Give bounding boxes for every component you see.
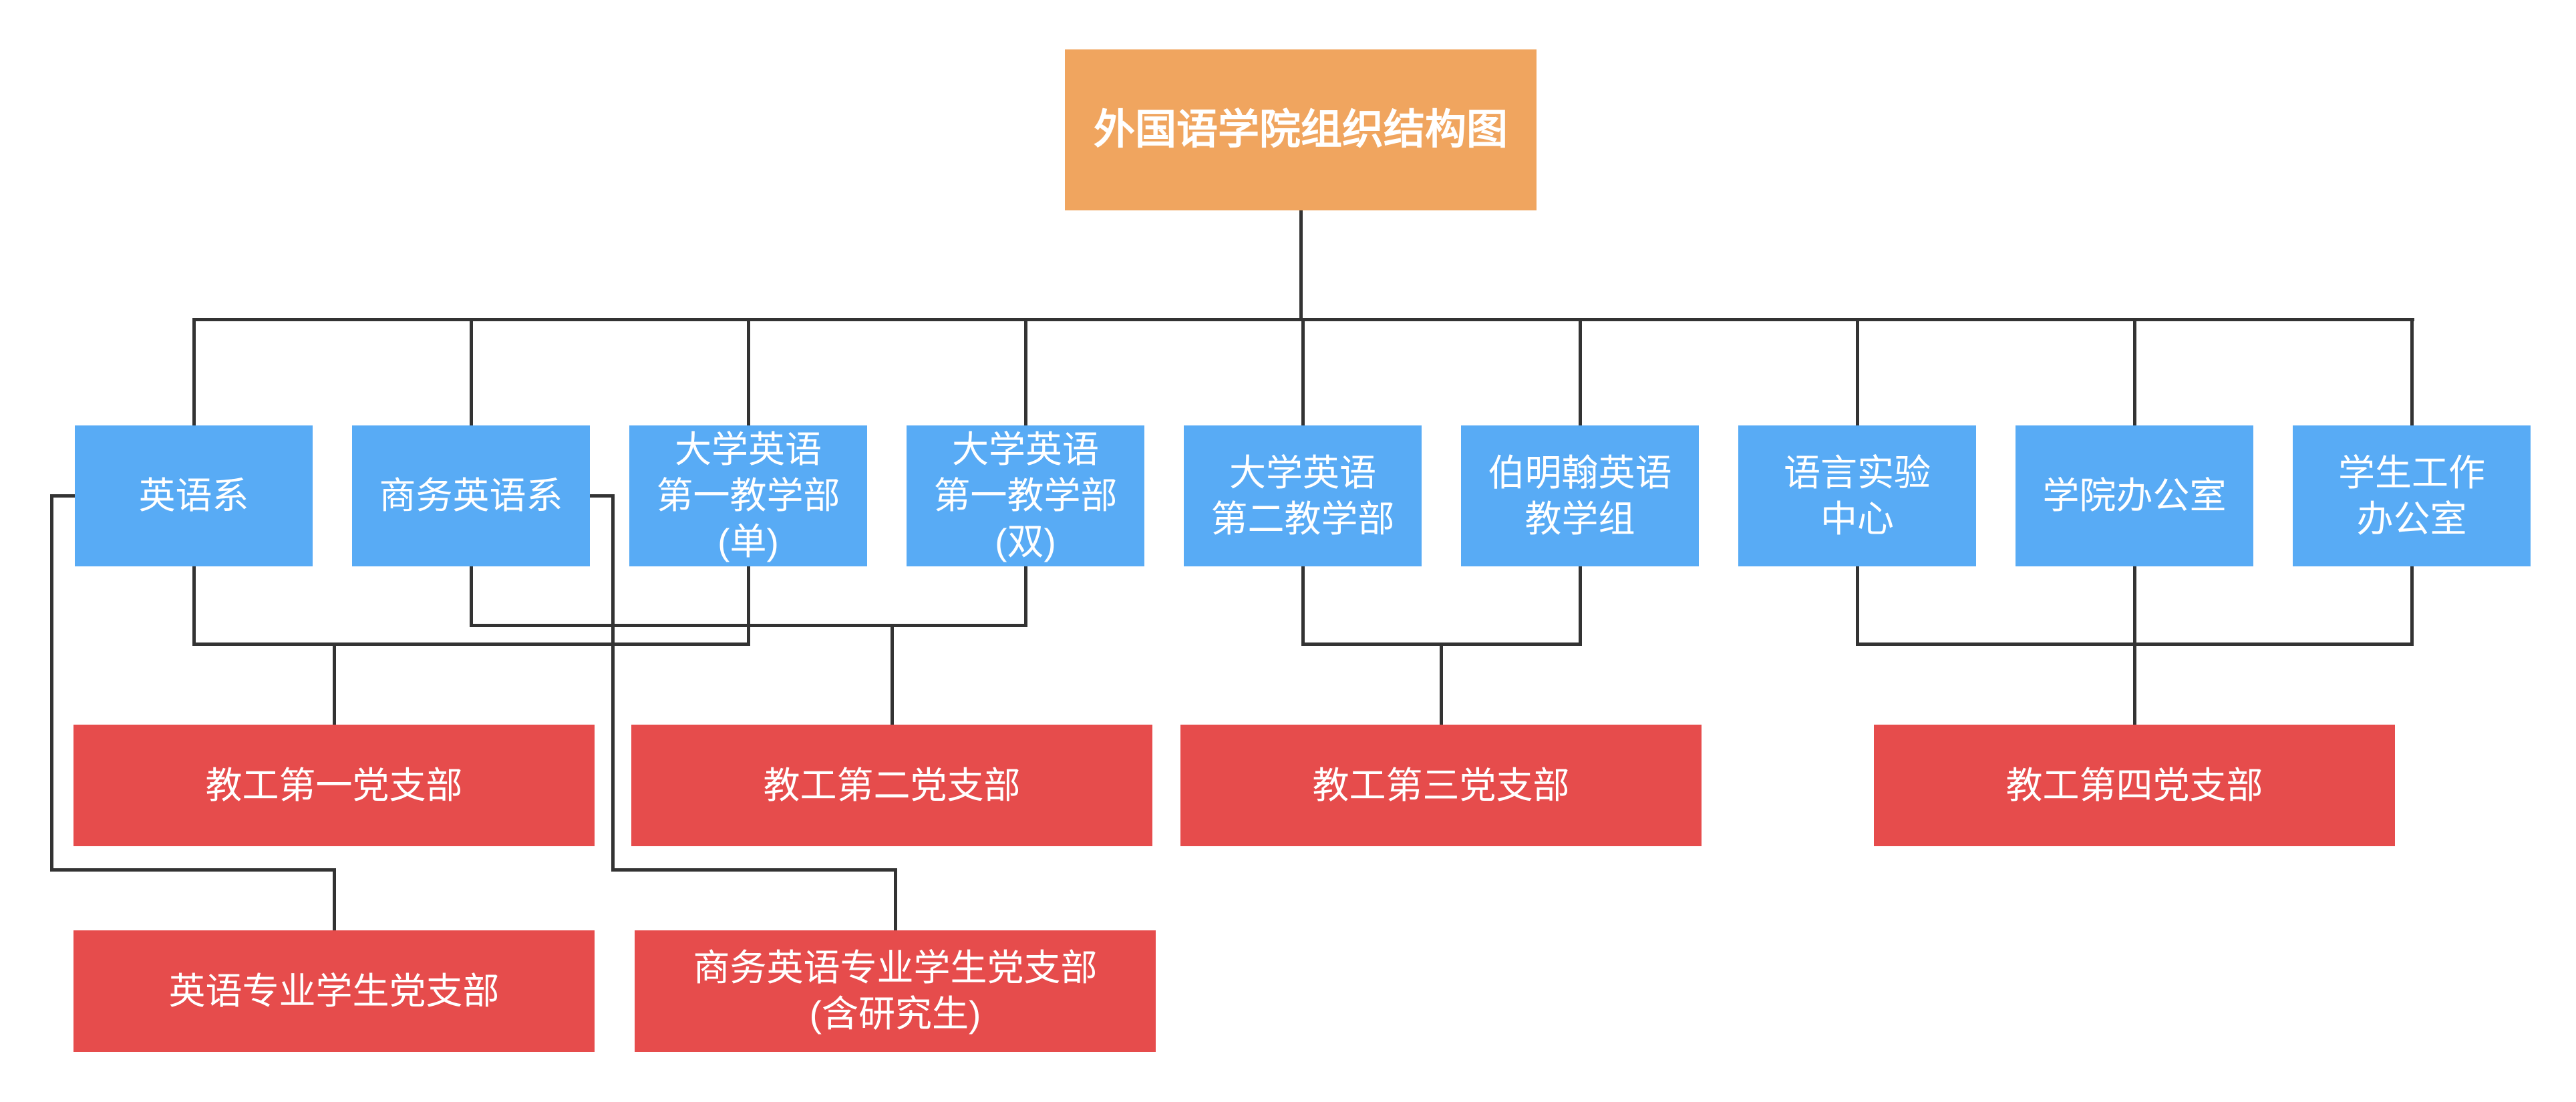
connector-root-drop [1299, 210, 1303, 321]
connector-dept5-down [1301, 566, 1305, 646]
party-box-faculty-branch-4: 教工第四党支部 [1874, 725, 2395, 846]
dept-box-birmingham-english-group: 伯明翰英语 教学组 [1461, 425, 1699, 566]
party-box-faculty-branch-2: 教工第二党支部 [631, 725, 1152, 846]
connector-drop-dept-9 [2410, 318, 2414, 427]
party-box-business-english-student-branch: 商务英语专业学生党支部 (含研究生) [635, 930, 1156, 1052]
connector-party2-drop [891, 624, 894, 725]
connector-drop-dept-8 [2133, 318, 2136, 427]
connector-dept2-down [470, 566, 473, 627]
connector-student2-drop [894, 868, 897, 932]
root-box-title: 外国语学院组织结构图 [1065, 49, 1537, 210]
dept-box-student-affairs-office: 学生工作 办公室 [2293, 425, 2531, 566]
dept-box-college-english-teaching-2: 大学英语 第二教学部 [1184, 425, 1422, 566]
connector-drop-dept-6 [1579, 318, 1582, 427]
party-box-english-student-branch: 英语专业学生党支部 [73, 930, 595, 1052]
connector-dept6-down [1579, 566, 1582, 646]
connector-student2-stub [587, 494, 615, 498]
connector-dept3-down [747, 566, 750, 646]
connector-student1-across [50, 868, 336, 872]
dept-box-college-english-teaching-1-odd: 大学英语 第一教学部 (单) [629, 425, 867, 566]
connector-party3-drop [1440, 642, 1443, 725]
dept-box-language-lab-center: 语言实验 中心 [1738, 425, 1976, 566]
connector-drop-dept-7 [1856, 318, 1859, 427]
connector-party4-drop [2133, 566, 2136, 725]
connector-dept4-down [1024, 566, 1027, 627]
connector-drop-dept-4 [1024, 318, 1027, 427]
connector-student1-down [50, 494, 53, 872]
connector-student1-stub [51, 494, 76, 498]
connector-drop-dept-1 [192, 318, 196, 427]
connector-dept1-down [192, 566, 196, 646]
dept-box-college-english-teaching-1-even: 大学英语 第一教学部 (双) [907, 425, 1144, 566]
connector-dept9-down [2410, 566, 2414, 646]
dept-box-business-english: 商务英语系 [352, 425, 590, 566]
connector-student2-down [611, 494, 615, 872]
connector-drop-dept-2 [470, 318, 473, 427]
connector-party1-bus [192, 642, 750, 646]
party-box-faculty-branch-3: 教工第三党支部 [1180, 725, 1702, 846]
connector-student2-across [611, 868, 897, 872]
connector-drop-dept-3 [747, 318, 750, 427]
connector-party1-drop [333, 642, 336, 725]
connector-dept7-down [1856, 566, 1859, 646]
dept-box-college-office: 学院办公室 [2016, 425, 2253, 566]
party-box-faculty-branch-1: 教工第一党支部 [73, 725, 595, 846]
dept-box-english: 英语系 [75, 425, 313, 566]
connector-party2-bus [470, 624, 1027, 627]
connector-drop-dept-5 [1301, 318, 1305, 427]
connector-student1-drop [333, 868, 336, 932]
